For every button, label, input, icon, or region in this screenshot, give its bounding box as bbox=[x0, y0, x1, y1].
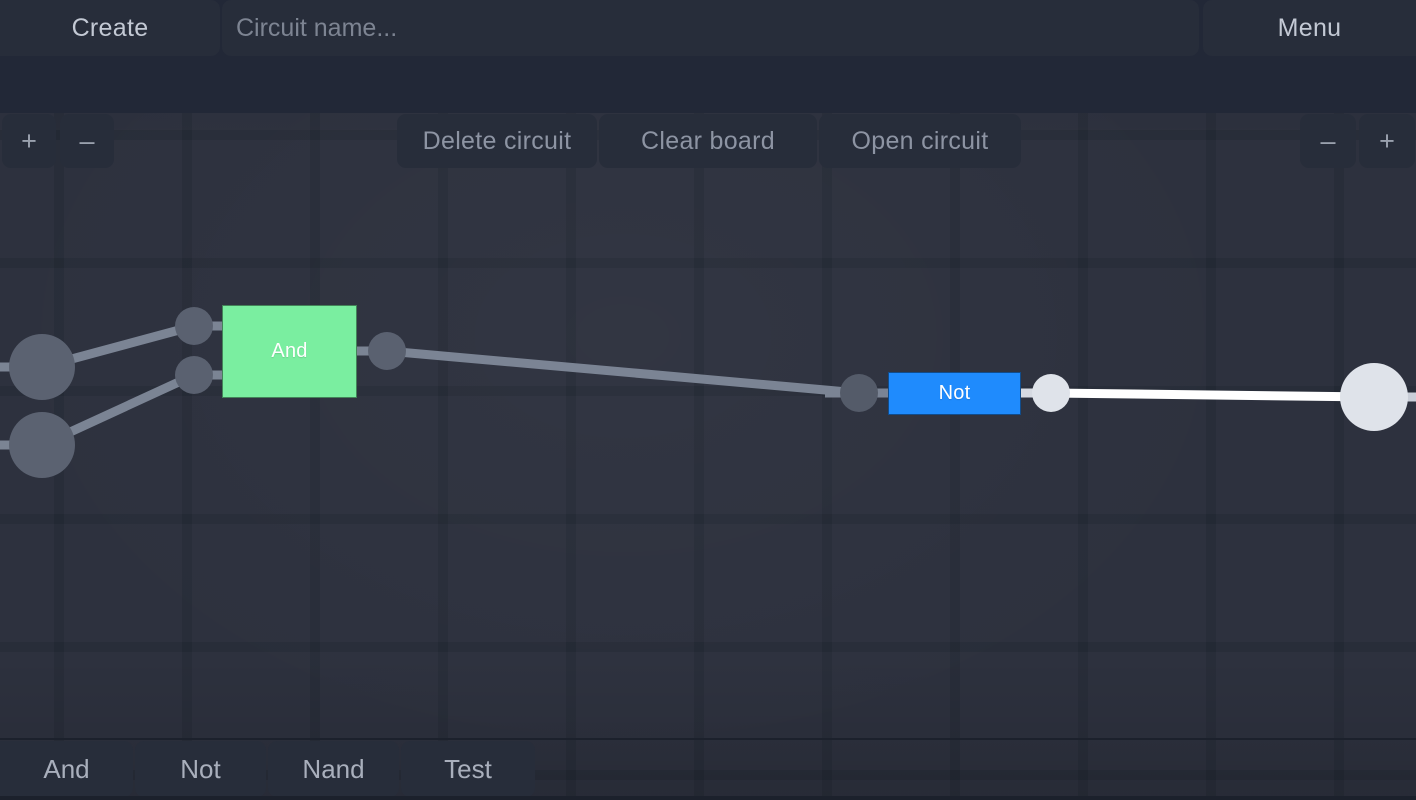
secondary-toolbar: + – Delete circuit Clear board Open circ… bbox=[0, 56, 1416, 168]
create-button[interactable]: Create bbox=[0, 0, 220, 56]
circuit-name-input[interactable] bbox=[222, 0, 1199, 56]
and-gate[interactable]: And bbox=[222, 305, 357, 398]
palette-item-not[interactable]: Not bbox=[135, 741, 266, 797]
not-gate[interactable]: Not bbox=[888, 372, 1021, 415]
palette-item-and[interactable]: And bbox=[0, 741, 133, 797]
and-gate-label: And bbox=[271, 340, 308, 362]
not-input[interactable] bbox=[840, 374, 878, 412]
top-toolbar: Create Menu bbox=[0, 0, 1416, 56]
wire-not-to-output[interactable] bbox=[1050, 388, 1375, 402]
zoom-out-right-button[interactable]: – bbox=[1300, 114, 1356, 168]
zoom-in-left-button[interactable]: + bbox=[2, 114, 56, 168]
output-sink[interactable] bbox=[1340, 363, 1408, 431]
palette-item-nand[interactable]: Nand bbox=[268, 741, 399, 797]
open-circuit-button[interactable]: Open circuit bbox=[819, 114, 1021, 168]
gate-palette-toolbar: And Not Nand Test bbox=[0, 738, 1416, 800]
zoom-in-right-button[interactable]: + bbox=[1359, 114, 1415, 168]
and-input-bottom[interactable] bbox=[175, 356, 213, 394]
bottom-edge-strip bbox=[0, 796, 1416, 800]
delete-circuit-button[interactable]: Delete circuit bbox=[397, 114, 597, 168]
wire-and-to-not[interactable] bbox=[386, 346, 860, 398]
menu-button[interactable]: Menu bbox=[1203, 0, 1416, 56]
not-gate-label: Not bbox=[938, 382, 971, 404]
and-input-top[interactable] bbox=[175, 307, 213, 345]
palette-top-divider bbox=[0, 738, 1416, 740]
not-output[interactable] bbox=[1032, 374, 1070, 412]
input-source-a[interactable] bbox=[9, 334, 75, 400]
zoom-out-left-button[interactable]: – bbox=[60, 114, 114, 168]
input-source-b[interactable] bbox=[9, 412, 75, 478]
and-output[interactable] bbox=[368, 332, 406, 370]
clear-board-button[interactable]: Clear board bbox=[599, 114, 817, 168]
palette-item-test[interactable]: Test bbox=[401, 741, 535, 797]
